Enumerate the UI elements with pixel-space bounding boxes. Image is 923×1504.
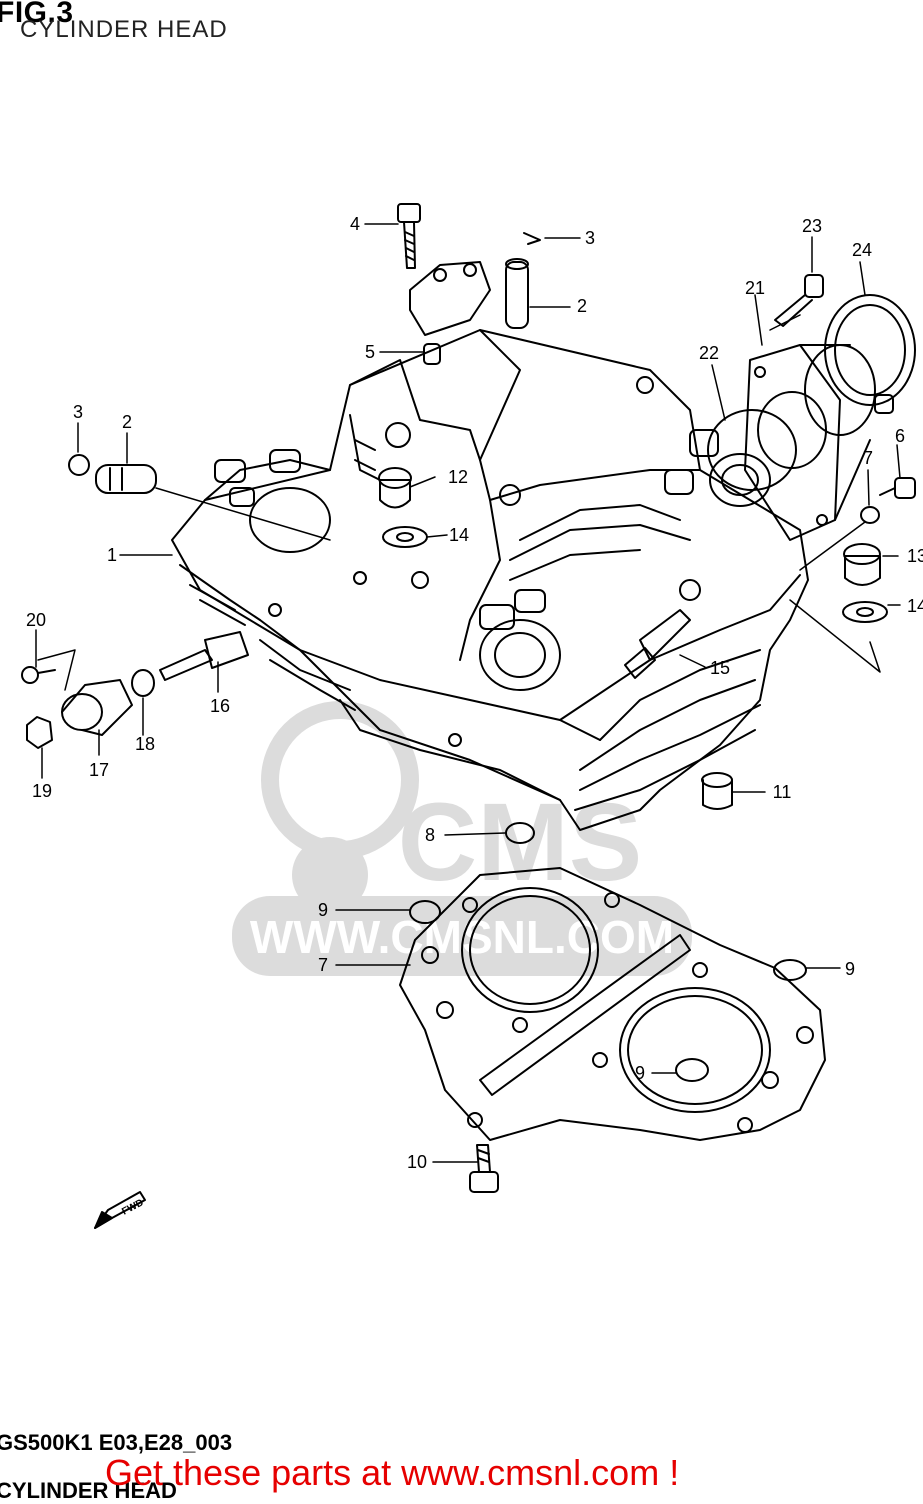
callout-9-d: 9 bbox=[635, 1063, 645, 1083]
callout-24: 24 bbox=[852, 240, 872, 260]
bolt-6 bbox=[879, 477, 916, 499]
callout-17: 17 bbox=[89, 760, 109, 780]
cms-watermark: CMS WWW.CMSNL.COM bbox=[232, 701, 692, 976]
figure-label: FIG.3 bbox=[0, 0, 74, 29]
callout-2-left: 2 bbox=[122, 412, 132, 432]
screw-20 bbox=[21, 666, 56, 684]
callout-2-top: 2 bbox=[577, 296, 587, 316]
callout-3-left: 3 bbox=[73, 402, 83, 422]
clip-3-top bbox=[523, 232, 541, 245]
spark-plug-15 bbox=[624, 609, 691, 679]
o-ring-9-a bbox=[505, 822, 535, 844]
callout-20: 20 bbox=[26, 610, 46, 630]
clip-3-left bbox=[68, 454, 90, 476]
o-ring-9-c bbox=[773, 959, 807, 981]
callout-14-top: 14 bbox=[449, 525, 469, 545]
cam-cap-center bbox=[479, 589, 546, 630]
washer-14-top bbox=[382, 526, 428, 548]
callout-7: 7 bbox=[863, 448, 873, 468]
oil-jet-2-left bbox=[95, 464, 157, 494]
dowel-pin-5 bbox=[423, 343, 441, 365]
callout-13: 13 bbox=[907, 546, 923, 566]
callout-labels: 4 3 2 5 3 2 1 12 14 20 16 18 17 19 22 21… bbox=[26, 214, 923, 1172]
boot-17 bbox=[61, 679, 133, 736]
callout-9-c: 9 bbox=[845, 959, 855, 979]
sensor-16 bbox=[159, 631, 249, 681]
cam-cap-right bbox=[664, 429, 719, 495]
callout-3-top: 3 bbox=[585, 228, 595, 248]
cap-nut-13 bbox=[843, 543, 881, 586]
callout-9-a: 8 bbox=[425, 825, 435, 845]
exhaust-port bbox=[709, 453, 771, 507]
callout-22: 22 bbox=[699, 343, 719, 363]
oil-jet-2-top bbox=[505, 258, 529, 329]
section-name: CYLINDER HEAD bbox=[0, 1478, 177, 1503]
promo-link[interactable]: Get these parts at www.cmsnl.com ! bbox=[105, 1452, 680, 1493]
gasket-22 bbox=[707, 409, 797, 491]
cam-cap-left bbox=[214, 449, 301, 507]
clamp-24 bbox=[824, 294, 916, 414]
callout-11: 11 bbox=[773, 782, 792, 802]
callout-1: 1 bbox=[107, 545, 117, 565]
callout-23: 23 bbox=[802, 216, 822, 236]
washer-7 bbox=[860, 506, 880, 524]
o-ring-9-d bbox=[675, 1058, 709, 1082]
callout-5: 5 bbox=[365, 342, 375, 362]
callout-19: 19 bbox=[32, 781, 52, 801]
dowel-collar-11 bbox=[701, 772, 733, 810]
nut-19 bbox=[26, 716, 53, 749]
o-ring-18 bbox=[131, 669, 155, 697]
diagram-code: GS500K1 E03,E28_003 bbox=[0, 1430, 233, 1455]
callout-14-right: 14 bbox=[907, 596, 923, 616]
screw-23 bbox=[774, 274, 824, 327]
bolt-4 bbox=[397, 203, 421, 269]
callout-21: 21 bbox=[745, 278, 765, 298]
callout-6: 6 bbox=[895, 426, 905, 446]
head-gasket-8 bbox=[399, 867, 826, 1141]
cap-nut-12 bbox=[378, 467, 412, 509]
callout-10: 10 bbox=[407, 1152, 427, 1172]
fwd-direction-arrow bbox=[94, 1191, 146, 1229]
intake-port-front bbox=[479, 619, 561, 691]
callout-18: 18 bbox=[135, 734, 155, 754]
intake-pipe-21 bbox=[744, 344, 876, 541]
callout-8: 7 bbox=[318, 955, 328, 975]
callout-15: 15 bbox=[710, 658, 730, 678]
o-ring-9-b bbox=[409, 900, 441, 924]
callout-leaders bbox=[35, 223, 901, 1163]
callout-4: 4 bbox=[350, 214, 360, 234]
callout-16: 16 bbox=[210, 696, 230, 716]
intake-port-rear bbox=[249, 487, 331, 553]
callout-12: 12 bbox=[448, 467, 468, 487]
cam-holder-part bbox=[409, 261, 491, 336]
diagram-title: CYLINDER HEAD bbox=[20, 16, 228, 43]
cylinder-head-body bbox=[171, 329, 809, 831]
washer-14-right bbox=[842, 601, 888, 623]
bolt-10 bbox=[469, 1144, 499, 1193]
callout-9-b: 9 bbox=[318, 900, 328, 920]
